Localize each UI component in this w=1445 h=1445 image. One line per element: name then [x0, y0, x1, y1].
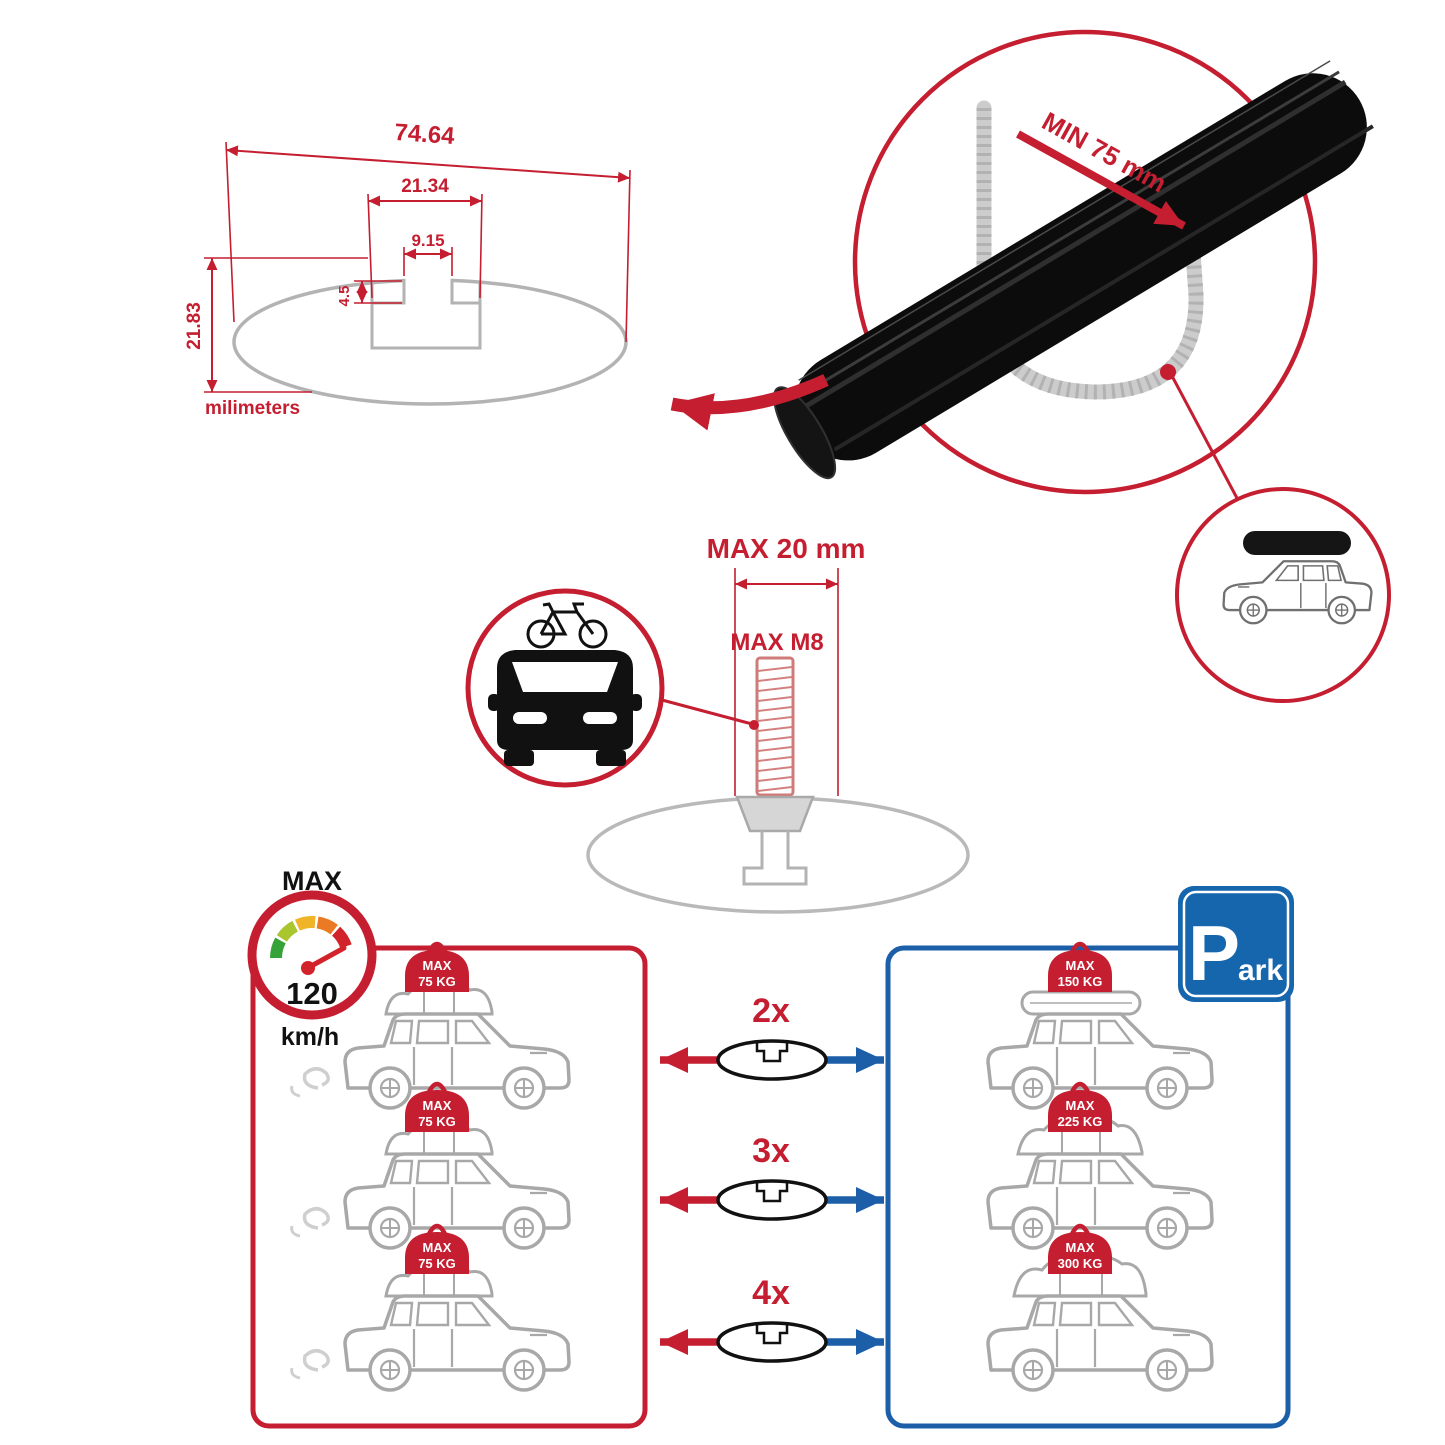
right-car-row-1: MAX 150 KG — [986, 941, 1214, 1110]
left-car-row-2: MAX 75 KG — [289, 1081, 571, 1250]
tag-load-label: 225 KG — [1058, 1114, 1103, 1129]
load-tag: MAX 225 KG — [1048, 1081, 1112, 1132]
multiplier-row-1: 2x — [660, 992, 884, 1081]
crossbar-3d-zoom: MIN 75 mm — [670, 29, 1391, 703]
left-car-row-1: MAX 75 KG — [289, 941, 571, 1110]
speedometer: MAX 120 km/h — [247, 866, 377, 1051]
tag-load-label: 300 KG — [1058, 1256, 1103, 1271]
bike-car-circle — [465, 588, 665, 788]
tag-load-label: 75 KG — [418, 974, 456, 989]
zoom-out-arrow — [670, 374, 829, 431]
car-front-icon — [488, 650, 642, 766]
tag-max-label: MAX — [1066, 1098, 1095, 1113]
multiplier-row-3: 4x — [660, 1274, 884, 1363]
multiplier-label: 3x — [752, 1132, 790, 1170]
park-sign: P ark — [1178, 886, 1294, 1002]
roof-box-icon — [1243, 531, 1351, 555]
tag-max-label: MAX — [423, 958, 452, 973]
multiplier-row-2: 3x — [660, 1132, 884, 1221]
bike-icon — [526, 602, 608, 649]
multiplier-label: 2x — [752, 992, 790, 1030]
speed-unit: km/h — [281, 1023, 339, 1051]
speed-value: 120 — [286, 976, 338, 1011]
crossbar-3d — [773, 60, 1374, 480]
load-comparison: MAX 120 km/h MAX — [247, 866, 1294, 1429]
load-tag: MAX 150 KG — [1048, 941, 1112, 992]
left-car-row-3: MAX 75 KG — [289, 1223, 571, 1392]
slot-depth-label: 4.5 — [336, 286, 353, 307]
crossbar-profile-outline — [232, 278, 628, 406]
slot-width-label: 9.15 — [411, 231, 444, 250]
multiplier-label: 4x — [752, 1274, 790, 1312]
threaded-bolt-icon — [749, 656, 795, 797]
total-height-label: 21.83 — [184, 302, 205, 350]
bolt-head-icon — [735, 795, 815, 833]
tag-load-label: 75 KG — [418, 1114, 456, 1129]
bolt-spec-diagram: MAX 20 mm MAX M8 — [465, 533, 970, 914]
cross-section-with-bolt — [586, 795, 970, 914]
tag-load-label: 150 KG — [1058, 974, 1103, 989]
tag-max-label: MAX — [1066, 1240, 1095, 1255]
min-clamp-arrow — [1016, 130, 1186, 230]
load-tag: MAX 75 KG — [405, 1081, 469, 1132]
park-letter: P — [1188, 909, 1240, 997]
zoom-circle — [852, 29, 1318, 495]
tag-max-label: MAX — [423, 1098, 452, 1113]
park-rest: ark — [1238, 954, 1283, 987]
max-thread-label: MAX M8 — [730, 629, 823, 656]
suv-roofbox-circle — [1175, 487, 1391, 703]
right-car-row-3: MAX 300 KG — [986, 1223, 1214, 1392]
load-tag: MAX 75 KG — [405, 941, 469, 992]
max-length-label: MAX 20 mm — [707, 533, 866, 564]
tag-load-label: 75 KG — [418, 1256, 456, 1271]
cross-section-diagram: 74.64 21.34 9.15 4.5 21.83 milimeters — [184, 119, 631, 419]
right-car-row-2: MAX 225 KG — [986, 1081, 1214, 1250]
unit-label: milimeters — [205, 398, 300, 419]
tag-max-label: MAX — [1066, 958, 1095, 973]
channel-width-label: 21.34 — [401, 176, 449, 197]
load-tag: MAX 300 KG — [1048, 1223, 1112, 1274]
load-tag: MAX 75 KG — [405, 1223, 469, 1274]
total-width-label: 74.64 — [394, 119, 456, 150]
tag-max-label: MAX — [423, 1240, 452, 1255]
